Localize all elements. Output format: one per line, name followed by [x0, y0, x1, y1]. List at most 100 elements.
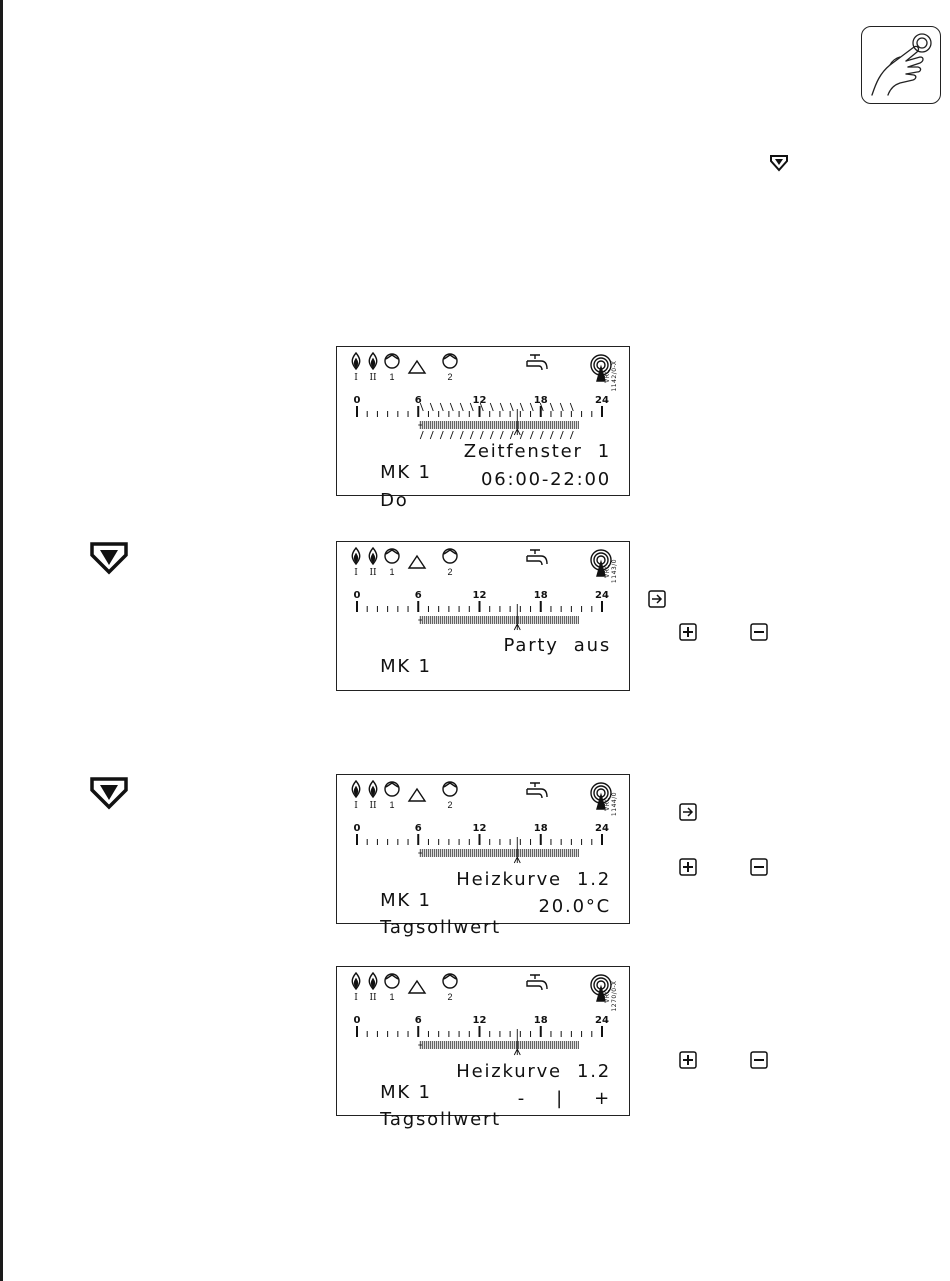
- burner-2-label: II: [369, 568, 377, 578]
- display-code: VRC 1144/0: [604, 791, 618, 817]
- radio-signal-icon: [590, 549, 612, 577]
- pump-1-label: 1: [389, 992, 394, 1002]
- time-window-bar: [418, 1041, 579, 1049]
- display-code: VRC 1270/0-X: [604, 980, 618, 1012]
- triangle-icon: [407, 787, 427, 802]
- burner-2-label: II: [369, 373, 377, 383]
- current-time-marker: [513, 837, 521, 864]
- water-tap-icon: [526, 782, 548, 799]
- burner-2-icon: [368, 351, 378, 371]
- timeline: [356, 601, 603, 612]
- time-window-bar: [418, 421, 579, 429]
- burner-2-label: II: [369, 993, 377, 1003]
- timeline-tick-label: 18: [534, 823, 548, 834]
- pump-2-icon: [442, 973, 458, 989]
- lcd-line-2-right: 06:00-22:00: [480, 469, 611, 490]
- burner-1-icon: [351, 971, 361, 991]
- timeline-tick-label: 0: [354, 1015, 361, 1026]
- timeline-tick-label: 12: [473, 1015, 487, 1026]
- blinking-bar-indicator: [419, 402, 574, 440]
- pump-1-label: 1: [389, 567, 394, 577]
- current-time-marker: [513, 409, 521, 436]
- pump-1-icon: [384, 781, 400, 797]
- burner-2-icon: [368, 546, 378, 566]
- pump-2-label: 2: [447, 992, 452, 1002]
- timeline: [356, 834, 603, 845]
- minus-key-icon: [750, 858, 768, 881]
- down-arrow-key-icon: [89, 541, 129, 580]
- timeline-tick-label: 18: [534, 590, 548, 601]
- burner-1-icon: [351, 546, 361, 566]
- burner-2-label: II: [369, 801, 377, 811]
- lcd-line-2: Tagsollwert 20.0°C: [350, 896, 611, 959]
- burner-2-icon: [368, 779, 378, 799]
- timeline-tick-label: 6: [415, 1015, 422, 1026]
- down-arrow-key-icon: [769, 154, 789, 177]
- lcd-line-2-left: Tagsollwert: [380, 917, 502, 938]
- lcd-line-2: Tagsollwert - | +: [350, 1088, 611, 1151]
- timeline-tick-label: 12: [473, 590, 487, 601]
- lcd-line-1-right: Heizkurve 1.2: [456, 869, 611, 890]
- lcd-line-2-right: 20.0°C: [538, 896, 611, 917]
- radio-signal-icon: [590, 354, 612, 382]
- timeline-tick-label: 6: [415, 590, 422, 601]
- time-window-bar: [418, 616, 579, 624]
- radio-signal-icon: [590, 974, 612, 1002]
- lcd-line-2-right: - | +: [517, 1088, 611, 1109]
- page-edge-line: [0, 0, 3, 1281]
- pump-2-label: 2: [447, 800, 452, 810]
- timeline-tick-label: 24: [595, 1015, 609, 1026]
- enter-arrow-icon: [679, 803, 697, 826]
- enter-arrow-icon: [648, 590, 666, 613]
- lcd-line-1-left: MK 1: [380, 462, 432, 483]
- pump-1-icon: [384, 973, 400, 989]
- lcd-line-2-left: Tagsollwert: [380, 1109, 502, 1130]
- pump-2-icon: [442, 781, 458, 797]
- burner-1-label: I: [354, 568, 358, 578]
- timeline-tick-label: 0: [354, 395, 361, 406]
- pump-1-icon: [384, 353, 400, 369]
- pump-2-label: 2: [447, 567, 452, 577]
- lcd-line-2: Do 06:00-22:00: [350, 469, 611, 532]
- plus-key-icon: [679, 858, 697, 881]
- lcd-line-1-left: MK 1: [380, 890, 432, 911]
- current-time-marker: [513, 1029, 521, 1056]
- lcd-line-2-left: Do: [380, 490, 409, 511]
- lcd-line-1-right: Party aus: [503, 635, 611, 656]
- burner-1-label: I: [354, 993, 358, 1003]
- time-window-bar: [418, 849, 579, 857]
- burner-1-label: I: [354, 373, 358, 383]
- pump-2-icon: [442, 548, 458, 564]
- timeline-tick-label: 24: [595, 395, 609, 406]
- timeline-tick-label: 18: [534, 395, 548, 406]
- timeline-tick-label: 18: [534, 1015, 548, 1026]
- timeline-tick-label: 24: [595, 823, 609, 834]
- water-tap-icon: [526, 974, 548, 991]
- burner-1-icon: [351, 351, 361, 371]
- display-code: VRC 1143/0: [604, 558, 618, 584]
- timeline-tick-label: 6: [415, 395, 422, 406]
- current-time-marker: [513, 604, 521, 631]
- burner-1-icon: [351, 779, 361, 799]
- triangle-icon: [407, 979, 427, 994]
- pump-2-icon: [442, 353, 458, 369]
- timeline-tick-label: 12: [473, 395, 487, 406]
- pump-1-label: 1: [389, 372, 394, 382]
- pump-1-icon: [384, 548, 400, 564]
- lcd-line-1-left: MK 1: [380, 1082, 432, 1103]
- water-tap-icon: [526, 549, 548, 566]
- burner-2-icon: [368, 971, 378, 991]
- timeline-tick-label: 24: [595, 590, 609, 601]
- timeline: [356, 406, 603, 417]
- triangle-icon: [407, 554, 427, 569]
- pump-1-label: 1: [389, 800, 394, 810]
- timeline-tick-label: 0: [354, 590, 361, 601]
